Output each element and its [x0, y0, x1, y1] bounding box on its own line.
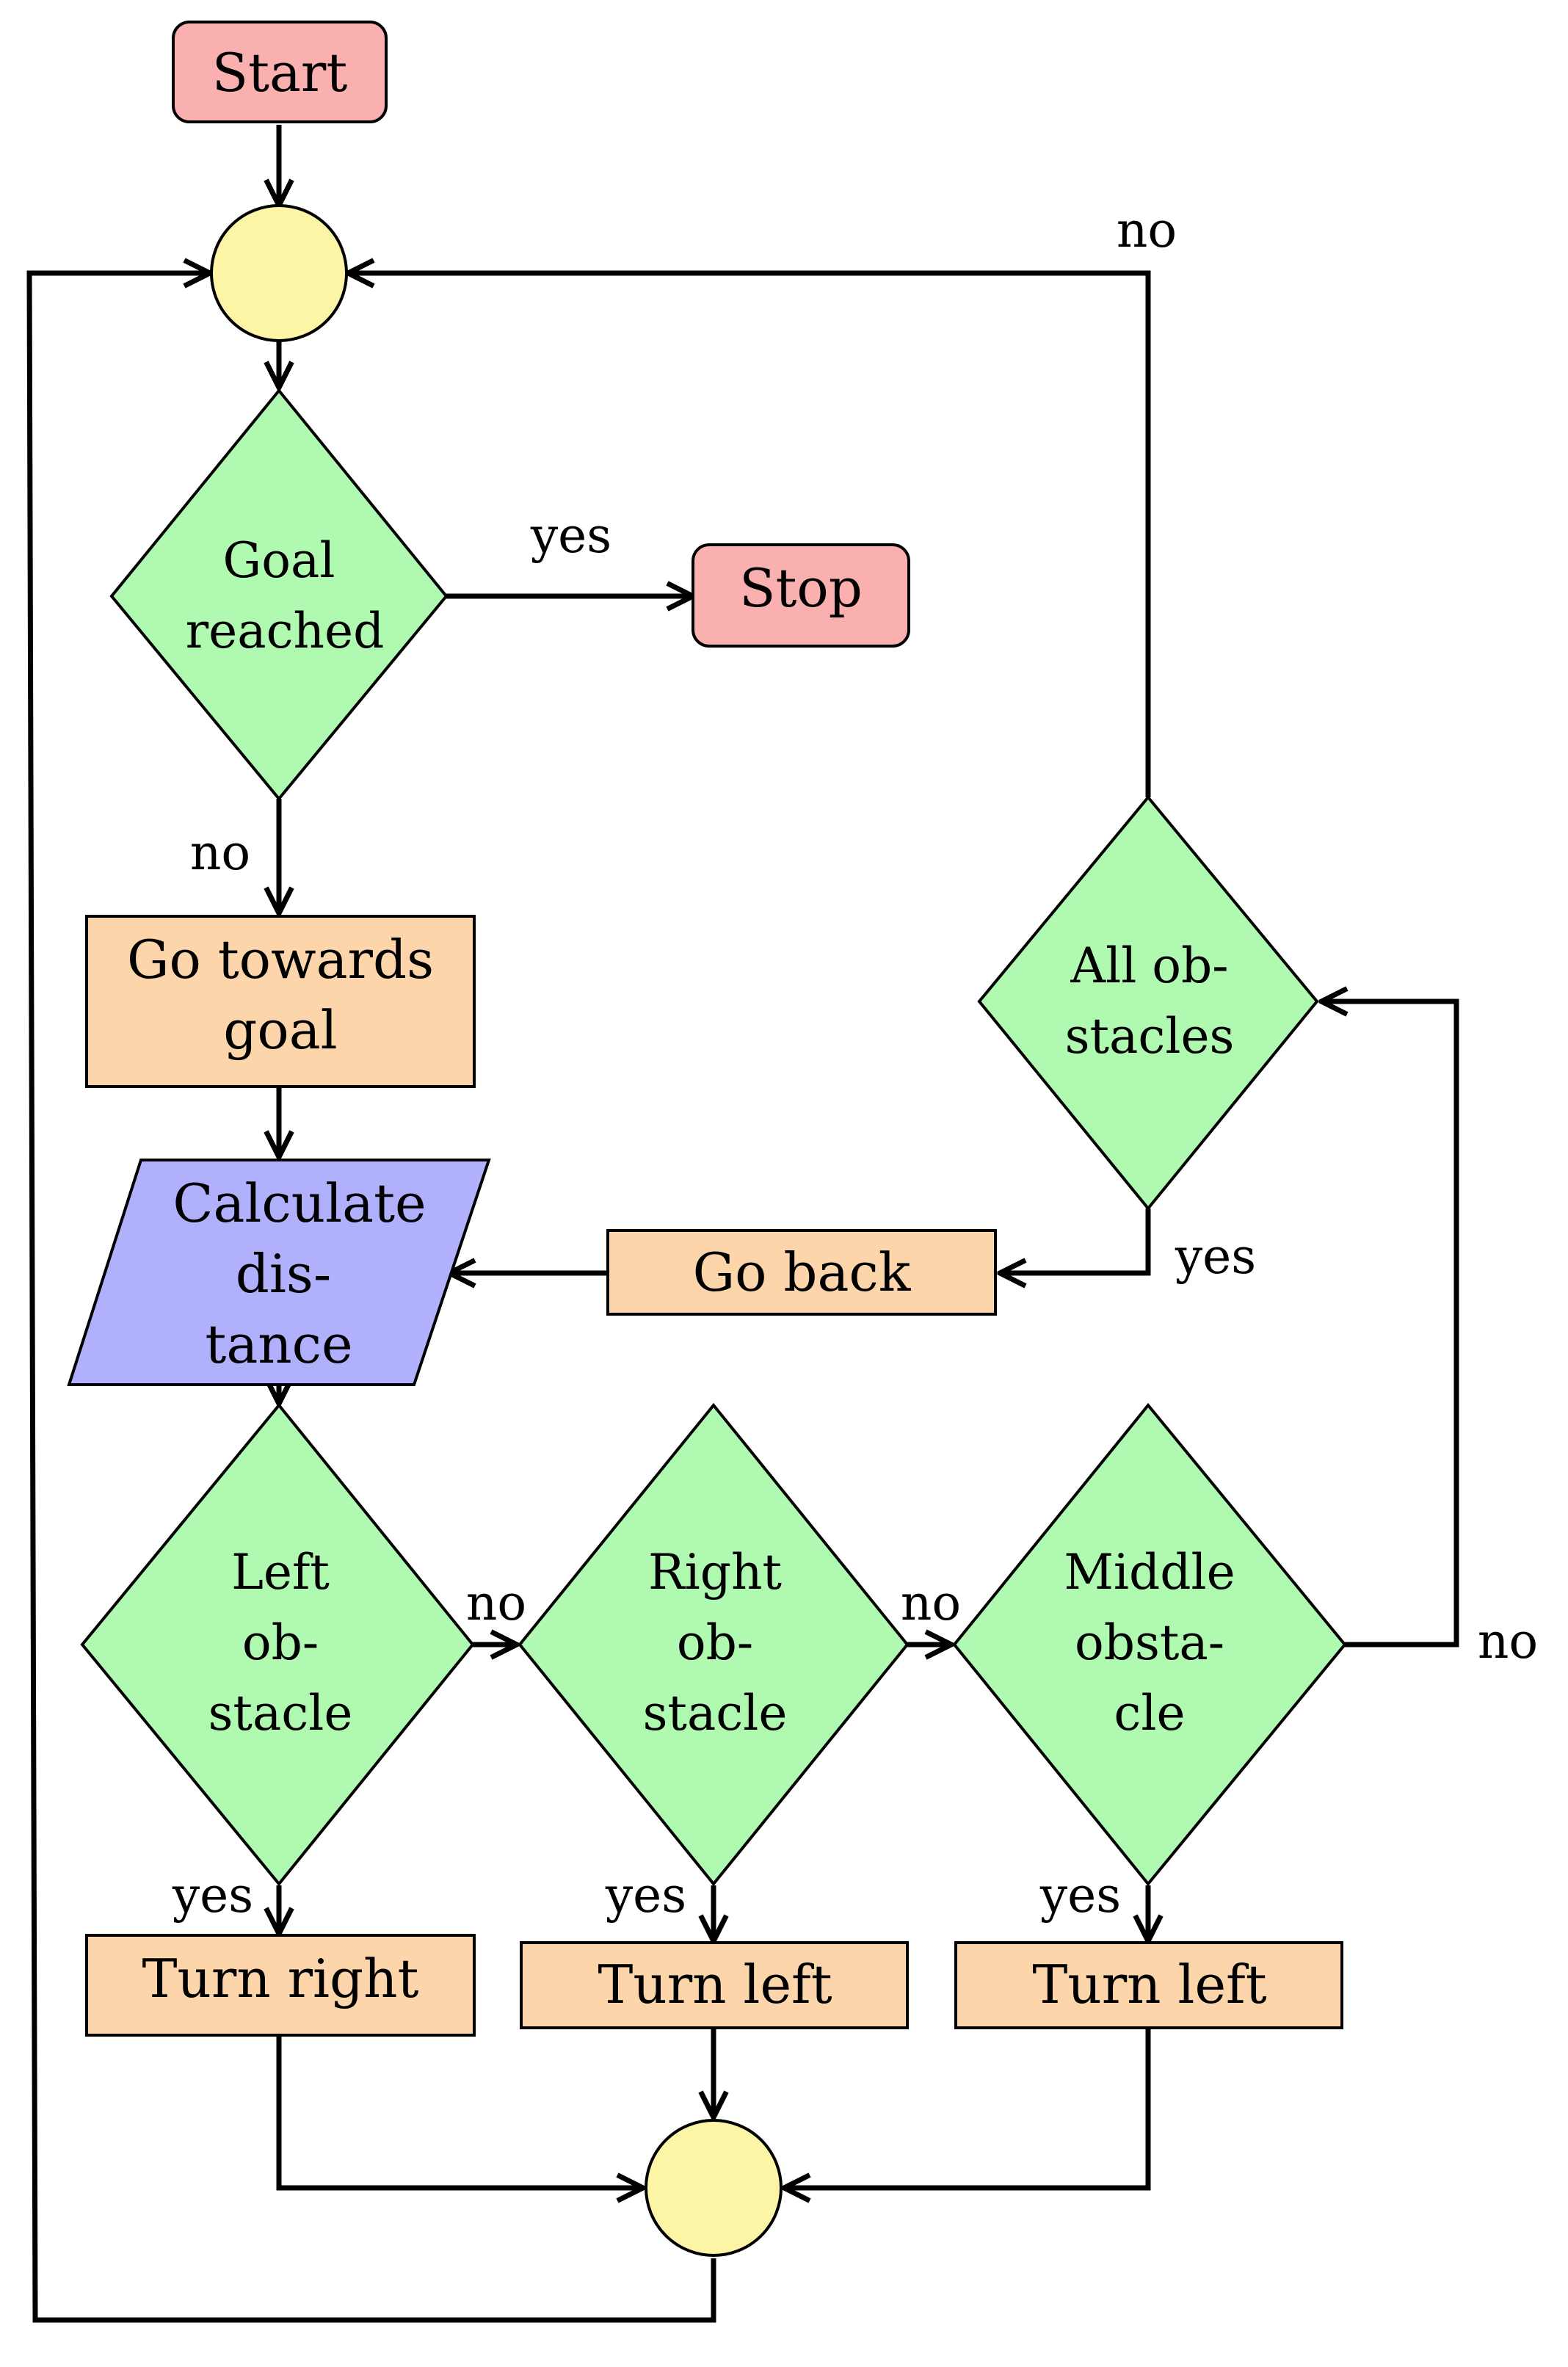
- all-obstacles-line-1: All ob-: [1070, 938, 1228, 994]
- all-obstacles-line-2: stacles: [1065, 1008, 1235, 1065]
- edge-turn-left2-to-bottom-merge: [784, 2028, 1151, 2188]
- right-obstacle-decision: Right ob- stacle: [518, 1402, 910, 1887]
- goal-yes-label: yes: [530, 507, 611, 564]
- edge-middle-no-to-all: [1321, 1001, 1459, 1648]
- go-back-label: Go back: [693, 1242, 912, 1303]
- go-towards-goal-line-1: Go towards: [127, 929, 434, 990]
- edge-turn-right-to-bottom-merge: [276, 2034, 643, 2188]
- calculate-distance-io: Calculate dis- tance: [67, 1159, 491, 1386]
- calculate-distance-line-2: dis-: [236, 1243, 331, 1305]
- middle-no-label: no: [1478, 1613, 1538, 1670]
- calculate-distance-line-1: Calculate: [173, 1172, 426, 1234]
- all-obstacles-decision: All ob- stacles: [977, 794, 1319, 1211]
- goal-reached-line-1: Goal: [223, 532, 335, 589]
- calculate-distance-line-3: tance: [205, 1313, 352, 1375]
- bottom-merge-connector: [645, 2119, 783, 2257]
- right-obstacle-line-1: Right: [648, 1544, 782, 1601]
- left-obstacle-decision: Left ob- stacle: [80, 1402, 475, 1887]
- start-label: Start: [212, 42, 348, 104]
- middle-obstacle-line-2: obsta-: [1075, 1614, 1224, 1671]
- goal-reached-line-2: reached: [186, 603, 385, 659]
- middle-obstacle-line-3: cle: [1114, 1685, 1185, 1741]
- turn-right-label: Turn right: [142, 1948, 419, 2009]
- turn-left-2-label: Turn left: [1032, 1954, 1266, 2015]
- edges: [26, 125, 1459, 2323]
- left-yes-label: yes: [172, 1867, 253, 1924]
- right-obstacle-line-3: stacle: [643, 1685, 788, 1741]
- go-back-process: Go back: [606, 1229, 997, 1316]
- edge-bottom-merge-loop-back: [26, 273, 716, 2323]
- left-no-label: no: [466, 1575, 526, 1631]
- all-obstacles-yes-label: yes: [1175, 1228, 1256, 1285]
- edge-labels: yes no no yes no no no yes yes yes: [172, 202, 1538, 1924]
- goal-no-label: no: [190, 824, 250, 881]
- turn-left-process-2: Turn left: [954, 1941, 1343, 2029]
- stop-label: Stop: [739, 557, 863, 619]
- top-merge-connector: [210, 204, 348, 342]
- stop-node: Stop: [692, 543, 910, 648]
- middle-obstacle-line-1: Middle: [1064, 1544, 1235, 1601]
- all-obstacles-no-label: no: [1117, 202, 1177, 258]
- right-no-label: no: [901, 1575, 961, 1631]
- middle-yes-label: yes: [1039, 1867, 1121, 1924]
- start-node: Start: [172, 21, 388, 123]
- turn-right-process: Turn right: [85, 1934, 476, 2037]
- right-obstacle-line-2: ob-: [677, 1614, 753, 1671]
- goal-reached-decision: Goal reached: [109, 388, 449, 802]
- left-obstacle-line-1: Left: [231, 1544, 330, 1601]
- edge-all-yes-to-go-back: [1000, 1208, 1151, 1273]
- left-obstacle-line-2: ob-: [242, 1614, 319, 1671]
- edge-all-no-to-merge: [348, 273, 1151, 797]
- middle-obstacle-decision: Middle obsta- cle: [952, 1402, 1347, 1887]
- go-towards-goal-process: Go towards goal: [85, 915, 476, 1088]
- go-towards-goal-line-2: goal: [223, 999, 337, 1061]
- right-yes-label: yes: [605, 1867, 686, 1924]
- turn-left-process-1: Turn left: [520, 1941, 909, 2029]
- turn-left-1-label: Turn left: [598, 1954, 832, 2015]
- left-obstacle-line-3: stacle: [208, 1685, 353, 1741]
